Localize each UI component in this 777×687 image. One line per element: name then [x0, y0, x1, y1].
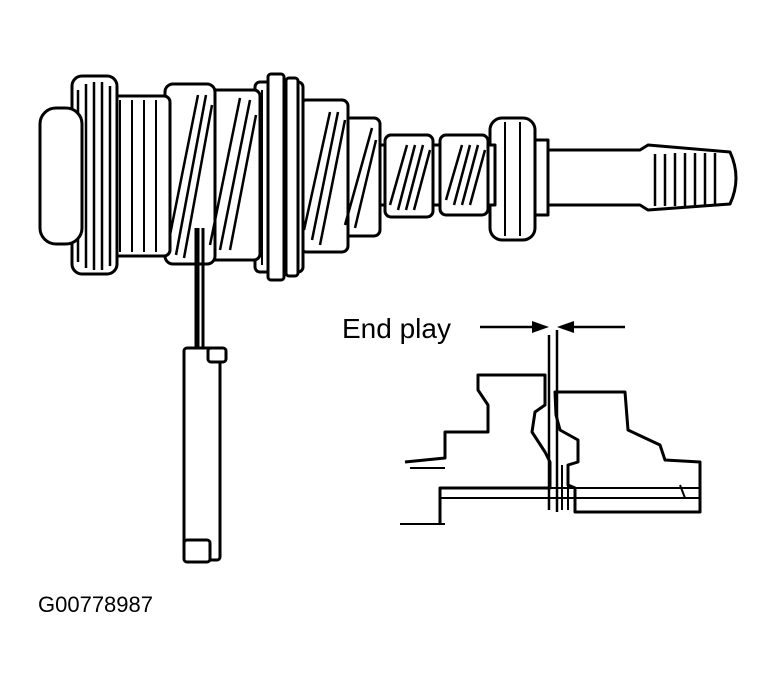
feeler-gauge: [182, 228, 228, 564]
small-gear-2: [438, 133, 490, 217]
end-play-label: End play: [342, 313, 451, 344]
end-play-detail: End play: [342, 313, 702, 525]
left-end-cap: [38, 106, 84, 246]
shaft-splines: [653, 153, 717, 207]
helical-gear-center: [163, 82, 262, 266]
output-shaft: [528, 138, 738, 217]
small-gear-1: [383, 133, 435, 219]
bearing: [488, 116, 537, 242]
gear-shaft-assembly: [38, 72, 738, 282]
synchronizer-hub: [253, 72, 305, 282]
helical-gear-right: [298, 98, 382, 254]
figure-code: G00778987: [38, 592, 153, 617]
end-play-arrows: [480, 321, 625, 333]
grooved-sleeve: [106, 94, 172, 258]
